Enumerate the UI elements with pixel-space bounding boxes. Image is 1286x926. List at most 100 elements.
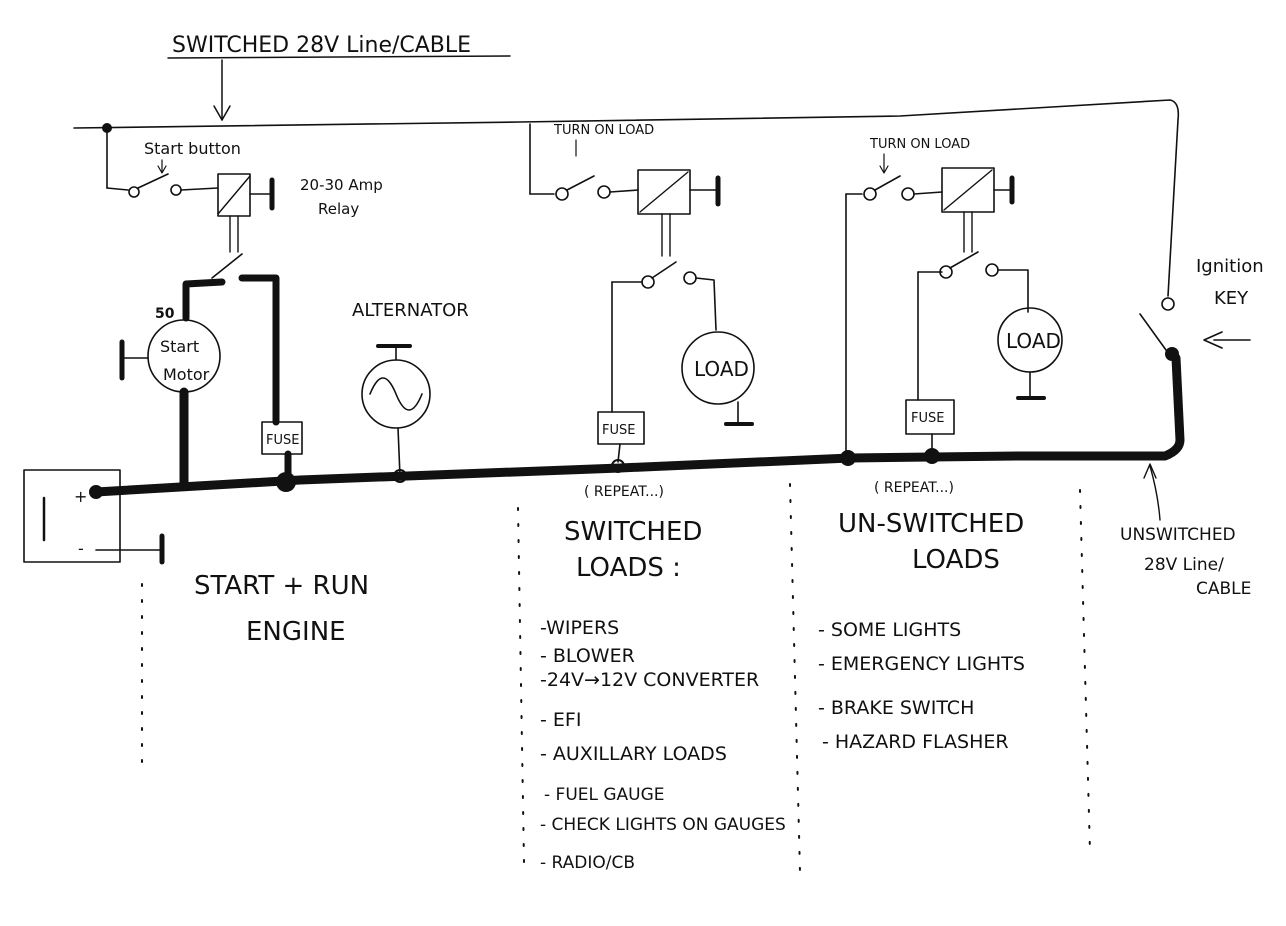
unswitched-loads-section: UN-SWITCHED LOADS - SOME LIGHTS - EMERGE… bbox=[818, 509, 1025, 753]
relay-contact bbox=[985, 263, 999, 277]
switched-load-label: LOAD bbox=[694, 357, 749, 381]
relay-word-label: Relay bbox=[318, 200, 359, 218]
alternator-label: ALTERNATOR bbox=[352, 300, 469, 321]
switched-load-item: - CHECK LIGHTS ON GAUGES bbox=[540, 815, 786, 835]
relay-coil-diagonal bbox=[217, 175, 251, 215]
section-divider bbox=[789, 483, 801, 873]
fuse-to-bus-wire bbox=[617, 443, 621, 463]
unswitched-line-arrowhead bbox=[1143, 463, 1157, 479]
switched-section-title-1: SWITCHED bbox=[564, 517, 702, 547]
battery-positive-terminal bbox=[89, 485, 103, 499]
start-relay-coil bbox=[217, 173, 251, 217]
switched-load-relay bbox=[637, 169, 691, 215]
switched-load-fuse bbox=[597, 411, 645, 445]
engine-fuse bbox=[261, 421, 303, 455]
ignition-contact bbox=[1161, 297, 1175, 311]
switched-line-label-underline bbox=[167, 55, 511, 59]
relay-battery-cable bbox=[238, 274, 280, 426]
engine-section: START + RUN ENGINE bbox=[194, 571, 369, 647]
turn-on-load-label: TURN ON LOAD bbox=[869, 137, 970, 152]
switched-load-item: - FUEL GAUGE bbox=[544, 785, 665, 805]
unswitched-load-fuse bbox=[905, 399, 955, 435]
terminal-50-label: 50 bbox=[155, 306, 175, 322]
battery bbox=[23, 469, 121, 563]
unswitched-section-title-1: UN-SWITCHED bbox=[838, 509, 1024, 539]
load-switch-arm bbox=[874, 175, 901, 191]
load-switch-contact bbox=[597, 185, 611, 199]
alternator-wire bbox=[397, 427, 401, 477]
load-switch-contact bbox=[901, 187, 915, 201]
section-divider bbox=[517, 507, 525, 863]
ignition-label-2: KEY bbox=[1214, 288, 1249, 309]
switched-load-item: - BLOWER bbox=[540, 645, 635, 667]
unswitched-line-label-2: 28V Line/ bbox=[1144, 555, 1224, 575]
switched-line-label: SWITCHED 28V Line/CABLE bbox=[172, 33, 471, 58]
load-feed-wire bbox=[997, 269, 1029, 313]
main-power-bus bbox=[91, 353, 1185, 497]
engine-section-title-1: START + RUN bbox=[194, 571, 369, 601]
switched-fuse-label: FUSE bbox=[602, 423, 635, 438]
switched-section-title-2: LOADS : bbox=[576, 553, 681, 583]
relay-contact bbox=[641, 275, 655, 289]
start-button-arrowhead bbox=[157, 165, 167, 174]
switched-load-item: -24V→12V CONVERTER bbox=[540, 669, 759, 691]
unswitched-load-item: - HAZARD FLASHER bbox=[822, 731, 1009, 753]
unswitched-line-label-3: CABLE bbox=[1196, 579, 1251, 599]
repeat-label-switched: ( REPEAT...) bbox=[584, 484, 664, 500]
unswitched-load-item: - SOME LIGHTS bbox=[818, 619, 961, 641]
relay-coil-diagonal bbox=[639, 171, 689, 213]
switched-load-item: - EFI bbox=[540, 709, 581, 731]
relay-contact bbox=[683, 271, 697, 285]
switched-28v-line bbox=[73, 99, 1180, 297]
load-switch-arm bbox=[566, 175, 595, 191]
junction-dot bbox=[393, 469, 407, 483]
unswitched-line-label-1: UNSWITCHED bbox=[1120, 525, 1236, 545]
start-button-switch-arm bbox=[137, 173, 169, 189]
unswitched-line-pointer bbox=[1149, 465, 1161, 521]
start-motor-label-2: Motor bbox=[163, 365, 210, 384]
relay-contact bbox=[939, 265, 953, 279]
battery-plus-label: + bbox=[74, 487, 87, 506]
switched-load-item: -WIPERS bbox=[540, 617, 619, 639]
switched-load-item: - AUXILLARY LOADS bbox=[540, 743, 727, 765]
repeat-label-unswitched: ( REPEAT...) bbox=[874, 480, 954, 496]
relay-contact-arm bbox=[651, 261, 677, 279]
alternator bbox=[361, 359, 431, 429]
start-button-contact bbox=[170, 184, 182, 196]
load-switch-contact bbox=[555, 187, 569, 201]
load-relay-wire bbox=[609, 189, 639, 193]
start-button-contact bbox=[128, 186, 140, 198]
switched-line-arrowhead bbox=[213, 105, 231, 121]
ignition-contact bbox=[1165, 347, 1179, 361]
ignition-arrowhead-icon bbox=[1203, 331, 1223, 349]
relay-contact-arm bbox=[949, 251, 979, 269]
alternator-sine-icon bbox=[369, 377, 423, 411]
battery-minus-label: - bbox=[78, 539, 84, 558]
unswitched-section-title-2: LOADS bbox=[912, 545, 1000, 575]
start-button-label: Start button bbox=[144, 139, 241, 158]
relay-coil-diagonal bbox=[943, 169, 993, 211]
engine-section-title-2: ENGINE bbox=[246, 617, 346, 647]
switched-load-item: - RADIO/CB bbox=[540, 853, 635, 873]
start-feed-wire bbox=[106, 187, 129, 191]
unswitched-load-item: - BRAKE SWITCH bbox=[818, 697, 974, 719]
load-feed-wire bbox=[695, 277, 717, 331]
ignition-label-1: Ignition bbox=[1196, 256, 1264, 277]
load-relay-wire bbox=[913, 191, 943, 195]
switched-loads-section: SWITCHED LOADS : -WIPERS - BLOWER -24V→1… bbox=[540, 517, 786, 873]
ignition-key-switch bbox=[1139, 313, 1167, 351]
unswitched-fuse-label: FUSE bbox=[911, 411, 944, 426]
relay-coil-wire bbox=[180, 187, 219, 191]
turn-on-load-arrowhead bbox=[879, 165, 889, 174]
relay-contact-arm bbox=[211, 253, 243, 279]
start-motor-label-1: Start bbox=[160, 337, 199, 356]
engine-fuse-label: FUSE bbox=[266, 433, 299, 448]
turn-on-load-label: TURN ON LOAD bbox=[553, 123, 654, 138]
unswitched-load-item: - EMERGENCY LIGHTS bbox=[818, 653, 1025, 675]
section-divider bbox=[1079, 489, 1091, 853]
switched-load bbox=[681, 331, 755, 405]
load-switch-contact bbox=[863, 187, 877, 201]
junction-dot bbox=[840, 450, 856, 466]
relay-amp-label: 20-30 Amp bbox=[300, 176, 383, 194]
